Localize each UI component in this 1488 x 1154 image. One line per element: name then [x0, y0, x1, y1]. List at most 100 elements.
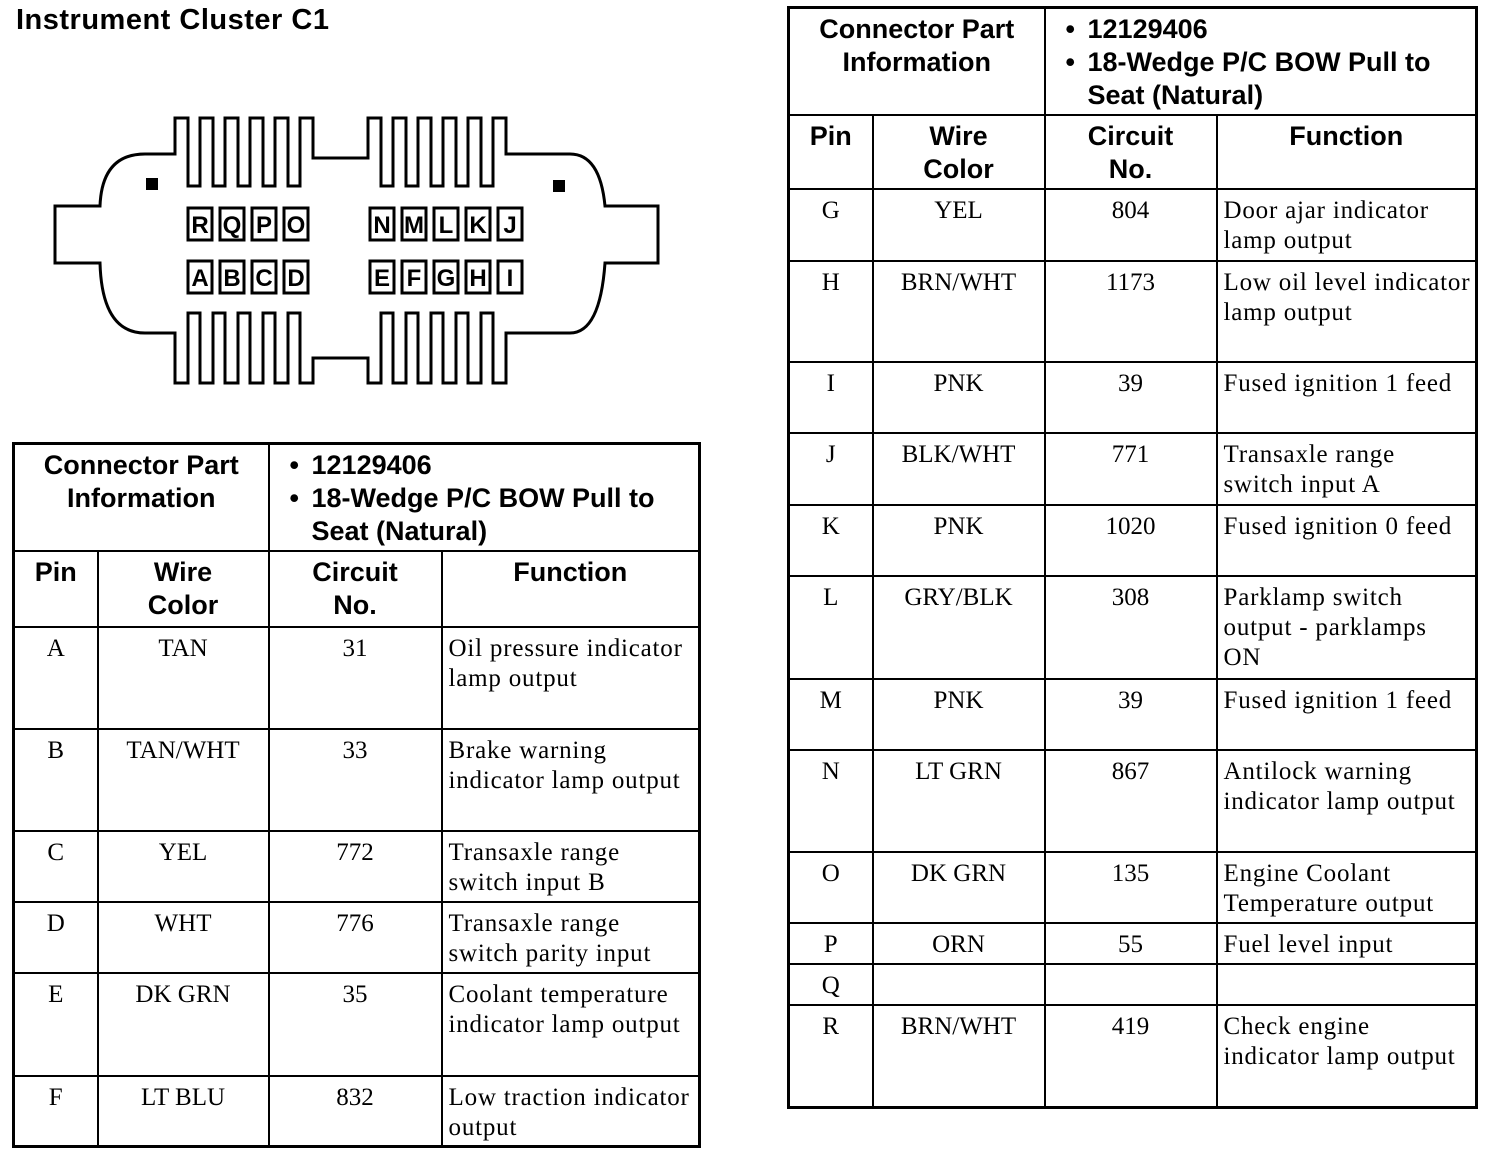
pin-cell: M: [787, 678, 874, 751]
wire-color-cell: LT GRN: [871, 749, 1046, 853]
pin-cell: C: [12, 830, 99, 903]
pin-cavity: [186, 206, 214, 242]
circuit-cell: 135: [1043, 851, 1218, 924]
col-header-pin: Pin: [12, 550, 99, 628]
pin-cavity: [496, 259, 524, 295]
pinout-table-left: Connector Part Information 12129406 18-W…: [12, 442, 702, 1148]
pin-cell: E: [12, 972, 99, 1077]
pin-label: A: [191, 265, 208, 292]
part-info: 12129406 18-Wedge P/C BOW Pull to Seat (…: [1043, 6, 1478, 116]
circuit-cell: 804: [1043, 188, 1218, 262]
circuit-cell: 33: [267, 728, 443, 832]
function-cell: Transaxle range switch input A: [1215, 432, 1478, 506]
wire-color-cell: DK GRN: [871, 851, 1046, 924]
function-cell: Low oil level indicator lamp output: [1215, 260, 1478, 363]
pin-cell: J: [787, 432, 874, 506]
pin-label: M: [404, 212, 424, 239]
wire-color-cell: BRN/WHT: [871, 260, 1046, 363]
pin-label: I: [507, 265, 514, 292]
part-number: 12129406: [290, 449, 693, 482]
wire-color-cell: WHT: [96, 901, 270, 974]
pin-cell: P: [787, 922, 874, 965]
wire-color-cell: TAN: [96, 626, 270, 730]
wire-color-cell: LT BLU: [96, 1075, 270, 1148]
table-row: Q: [787, 963, 1478, 1006]
pin-cell: G: [787, 188, 874, 262]
function-cell: Oil pressure indicator lamp output: [440, 626, 701, 730]
key-mark-right: [553, 180, 565, 192]
wire-color-cell: PNK: [871, 361, 1046, 434]
circuit-cell: 35: [267, 972, 443, 1077]
function-cell: Transaxle range switch parity input: [440, 901, 701, 974]
pin-label: K: [469, 212, 487, 239]
pin-label: L: [439, 212, 454, 239]
function-cell: Fuel level input: [1215, 922, 1478, 965]
col-header-circuit-no: Circuit No.: [267, 550, 443, 628]
circuit-cell: 776: [267, 901, 443, 974]
part-description: 18-Wedge P/C BOW Pull to Seat (Natural): [290, 482, 693, 548]
pinout-table-right: Connector Part Information 12129406 18-W…: [787, 6, 1479, 1109]
circuit-cell: 419: [1043, 1004, 1218, 1108]
pin-cell: O: [787, 851, 874, 924]
pin-cell: H: [787, 260, 874, 363]
circuit-cell: 1020: [1043, 504, 1218, 577]
connector-part-information-label: Connector Part Information: [12, 442, 270, 552]
pin-cavity: [464, 206, 492, 242]
pin-label: D: [287, 265, 304, 292]
pin-label: N: [373, 212, 390, 239]
circuit-cell: 832: [267, 1075, 443, 1148]
pin-cell: N: [787, 749, 874, 853]
function-cell: Transaxle range switch input B: [440, 830, 701, 903]
pin-cavity: [186, 259, 214, 295]
col-header-wire-color: Wire Color: [871, 114, 1046, 190]
pin-cavity: [432, 206, 460, 242]
pin-cell: I: [787, 361, 874, 434]
wire-color-cell: [871, 963, 1046, 1006]
wire-color-cell: YEL: [871, 188, 1046, 262]
wire-color-cell: GRY/BLK: [871, 575, 1046, 680]
function-cell: Fused ignition 0 feed: [1215, 504, 1478, 577]
wire-color-cell: DK GRN: [96, 972, 270, 1077]
pin-label: O: [287, 212, 306, 239]
function-cell: Check engine indicator lamp output: [1215, 1004, 1478, 1108]
key-mark-left: [146, 178, 158, 190]
pin-cavity: [282, 259, 310, 295]
circuit-cell: 55: [1043, 922, 1218, 965]
pin-cell: Q: [787, 963, 874, 1006]
connector-part-information-label: Connector Part Information: [787, 6, 1046, 116]
circuit-cell: 867: [1043, 749, 1218, 853]
col-header-function: Function: [1215, 114, 1478, 190]
pin-label: H: [469, 265, 486, 292]
wire-color-cell: ORN: [871, 922, 1046, 965]
pin-cell: D: [12, 901, 99, 974]
col-header-function: Function: [440, 550, 701, 628]
pin-label: B: [223, 265, 240, 292]
circuit-cell: 39: [1043, 361, 1218, 434]
function-cell: Engine Coolant Temperature output: [1215, 851, 1478, 924]
pin-cell: A: [12, 626, 99, 730]
wire-color-cell: TAN/WHT: [96, 728, 270, 832]
pin-cavity: [250, 259, 278, 295]
page-title: Instrument Cluster C1: [16, 4, 330, 36]
function-cell: Antilock warning indicator lamp output: [1215, 749, 1478, 853]
pin-cavity: [218, 206, 246, 242]
pin-cell: L: [787, 575, 874, 680]
function-cell: Parklamp switch output - parklamps ON: [1215, 575, 1478, 680]
connector-outline: [53, 116, 660, 385]
circuit-cell: [1043, 963, 1218, 1006]
pin-label: G: [437, 265, 456, 292]
function-cell: Coolant temperature indicator lamp outpu…: [440, 972, 701, 1077]
part-description: 18-Wedge P/C BOW Pull to Seat (Natural): [1066, 46, 1470, 112]
wire-color-cell: PNK: [871, 504, 1046, 577]
pin-cavity: [368, 259, 396, 295]
pin-cavity: [432, 259, 460, 295]
function-cell: [1215, 963, 1478, 1006]
pin-cavity: [368, 206, 396, 242]
wire-color-cell: BLK/WHT: [871, 432, 1046, 506]
